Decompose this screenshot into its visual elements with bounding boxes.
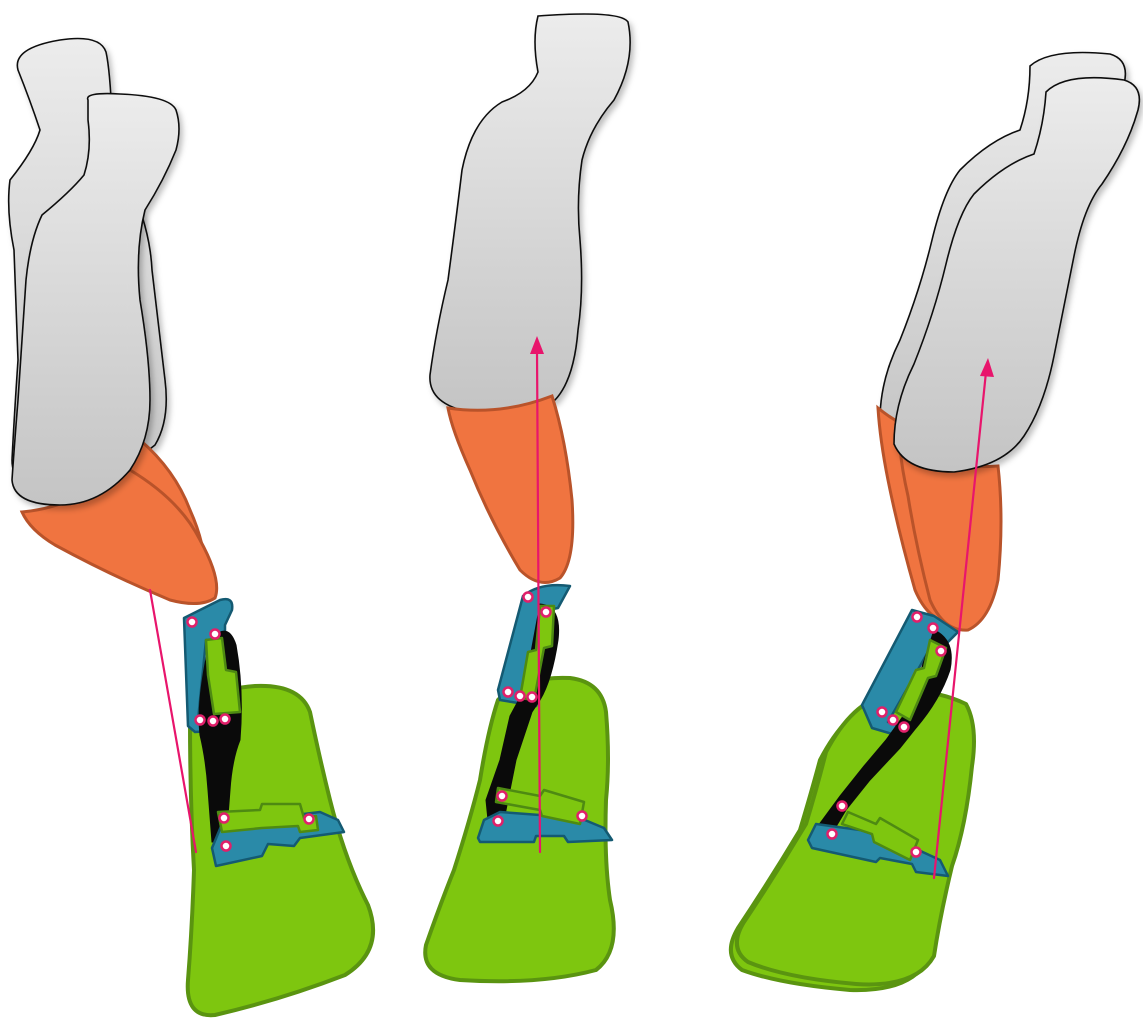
- joint-marker: [221, 715, 230, 724]
- joint-marker: [913, 613, 922, 622]
- joint-marker: [209, 717, 218, 726]
- joint-marker: [494, 817, 503, 826]
- joint-marker: [937, 647, 946, 656]
- joint-marker: [828, 830, 837, 839]
- joint-marker: [498, 792, 507, 801]
- joint-marker: [504, 688, 513, 697]
- joint-marker: [222, 842, 231, 851]
- joint-marker: [542, 608, 551, 617]
- panel-1: [9, 39, 373, 1016]
- joint-marker: [524, 593, 533, 602]
- joint-marker: [929, 624, 938, 633]
- stump-front: [900, 448, 1001, 630]
- joint-marker: [578, 812, 587, 821]
- joint-marker: [528, 693, 537, 702]
- joint-marker: [516, 692, 525, 701]
- joint-marker: [305, 815, 314, 824]
- joint-marker: [889, 716, 898, 725]
- joint-marker: [188, 618, 197, 627]
- joint-marker: [878, 708, 887, 717]
- joint-marker: [838, 802, 847, 811]
- joint-marker: [900, 723, 909, 732]
- joint-marker: [211, 630, 220, 639]
- thigh: [430, 14, 630, 414]
- joint-marker: [220, 814, 229, 823]
- panel-2: [425, 14, 630, 981]
- joint-marker: [196, 716, 205, 725]
- panel-3: [731, 53, 1139, 991]
- joint-marker: [912, 848, 921, 857]
- stump: [448, 396, 573, 583]
